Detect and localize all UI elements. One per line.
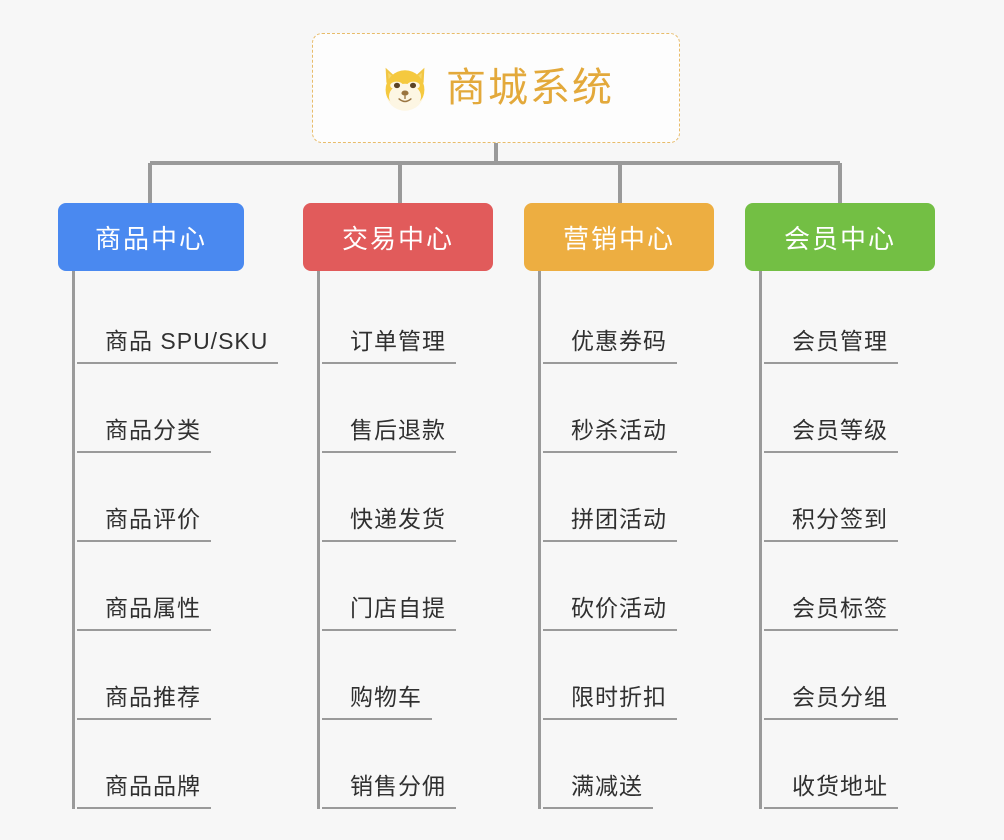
item-label: 订单管理 [350, 328, 446, 354]
item-label: 售后退款 [350, 417, 446, 443]
list-item[interactable]: 销售分佣 [320, 720, 523, 809]
item-label: 快递发货 [350, 506, 446, 532]
item-underline: 购物车 [322, 678, 432, 720]
item-underline: 积分签到 [764, 500, 898, 542]
item-label: 商品品牌 [105, 773, 201, 799]
item-label: 商品分类 [105, 417, 201, 443]
item-list-2: 订单管理 售后退款 快递发货 门店自提 购物车 销售分佣 [317, 271, 523, 809]
item-underline: 会员等级 [764, 411, 898, 453]
item-label: 商品 SPU/SKU [105, 328, 269, 354]
list-item[interactable]: 优惠券码 [541, 275, 744, 364]
item-underline: 砍价活动 [543, 589, 677, 631]
item-label: 会员分组 [792, 684, 888, 710]
item-underline: 销售分佣 [322, 767, 456, 809]
item-underline: 商品推荐 [77, 678, 211, 720]
item-label: 会员管理 [792, 328, 888, 354]
category-label: 营销中心 [562, 223, 675, 254]
list-item[interactable]: 会员标签 [762, 542, 965, 631]
list-item[interactable]: 售后退款 [320, 364, 523, 453]
shiba-dog-face-icon [385, 67, 425, 111]
list-item[interactable]: 商品 SPU/SKU [75, 275, 279, 364]
item-label: 会员标签 [792, 595, 888, 621]
category-header-4[interactable]: 会员中心 [745, 203, 935, 271]
item-underline: 商品分类 [77, 411, 211, 453]
item-label: 收货地址 [792, 773, 888, 799]
item-label: 会员等级 [792, 417, 888, 443]
item-underline: 商品品牌 [77, 767, 211, 809]
item-underline: 会员分组 [764, 678, 898, 720]
item-underline: 会员管理 [764, 322, 898, 364]
item-underline: 收货地址 [764, 767, 898, 809]
list-item[interactable]: 商品属性 [75, 542, 278, 631]
list-item[interactable]: 购物车 [320, 631, 523, 720]
item-label: 商品评价 [105, 506, 201, 532]
category-label: 交易中心 [341, 223, 454, 254]
item-underline: 优惠券码 [543, 322, 677, 364]
item-label: 销售分佣 [350, 773, 446, 799]
list-item[interactable]: 收货地址 [762, 720, 965, 809]
item-underline: 订单管理 [322, 322, 456, 364]
root-node[interactable]: 商城系统 [312, 33, 680, 143]
list-item[interactable]: 秒杀活动 [541, 364, 744, 453]
list-item[interactable]: 门店自提 [320, 542, 523, 631]
category-header-2[interactable]: 交易中心 [303, 203, 493, 271]
item-underline: 商品属性 [77, 589, 211, 631]
item-label: 限时折扣 [571, 684, 667, 710]
item-label: 购物车 [350, 684, 422, 710]
item-underline: 商品 SPU/SKU [77, 322, 279, 364]
category-column-营销中心: 营销中心 优惠券码 秒杀活动 拼团活动 砍价活动 限时折扣 满减送 [524, 203, 744, 809]
item-underline: 商品评价 [77, 500, 211, 542]
item-label: 门店自提 [350, 595, 446, 621]
item-label: 满减送 [571, 773, 643, 799]
list-item[interactable]: 砍价活动 [541, 542, 744, 631]
item-label: 拼团活动 [571, 506, 667, 532]
list-item[interactable]: 满减送 [541, 720, 744, 809]
item-underline: 满减送 [543, 767, 653, 809]
item-underline: 快递发货 [322, 500, 456, 542]
root-title: 商城系统 [446, 66, 614, 110]
item-underline: 秒杀活动 [543, 411, 677, 453]
item-list-3: 优惠券码 秒杀活动 拼团活动 砍价活动 限时折扣 满减送 [538, 271, 744, 809]
category-label: 商品中心 [94, 223, 207, 254]
item-label: 积分签到 [792, 506, 888, 532]
list-item[interactable]: 订单管理 [320, 275, 523, 364]
item-label: 秒杀活动 [571, 417, 667, 443]
list-item[interactable]: 拼团活动 [541, 453, 744, 542]
list-item[interactable]: 商品评价 [75, 453, 278, 542]
item-underline: 限时折扣 [543, 678, 677, 720]
list-item[interactable]: 限时折扣 [541, 631, 744, 720]
item-label: 商品推荐 [105, 684, 201, 710]
item-underline: 拼团活动 [543, 500, 677, 542]
list-item[interactable]: 会员管理 [762, 275, 965, 364]
list-item[interactable]: 商品推荐 [75, 631, 278, 720]
category-header-1[interactable]: 商品中心 [58, 203, 244, 271]
item-label: 砍价活动 [571, 595, 667, 621]
list-item[interactable]: 商品分类 [75, 364, 278, 453]
category-columns: 商品中心 商品 SPU/SKU 商品分类 商品评价 商品属性 商品推荐 商品品牌… [0, 203, 1004, 840]
list-item[interactable]: 会员分组 [762, 631, 965, 720]
list-item[interactable]: 积分签到 [762, 453, 965, 542]
list-item[interactable]: 会员等级 [762, 364, 965, 453]
item-underline: 门店自提 [322, 589, 456, 631]
category-label: 会员中心 [783, 223, 896, 254]
category-header-3[interactable]: 营销中心 [524, 203, 714, 271]
list-item[interactable]: 商品品牌 [75, 720, 278, 809]
list-item[interactable]: 快递发货 [320, 453, 523, 542]
item-underline: 售后退款 [322, 411, 456, 453]
item-list-1: 商品 SPU/SKU 商品分类 商品评价 商品属性 商品推荐 商品品牌 [72, 271, 279, 809]
item-underline: 会员标签 [764, 589, 898, 631]
category-column-商品中心: 商品中心 商品 SPU/SKU 商品分类 商品评价 商品属性 商品推荐 商品品牌 [58, 203, 279, 809]
category-column-交易中心: 交易中心 订单管理 售后退款 快递发货 门店自提 购物车 销售分佣 [303, 203, 523, 809]
item-label: 商品属性 [105, 595, 201, 621]
item-label: 优惠券码 [571, 328, 667, 354]
category-column-会员中心: 会员中心 会员管理 会员等级 积分签到 会员标签 会员分组 收货地址 [745, 203, 965, 809]
item-list-4: 会员管理 会员等级 积分签到 会员标签 会员分组 收货地址 [759, 271, 965, 809]
